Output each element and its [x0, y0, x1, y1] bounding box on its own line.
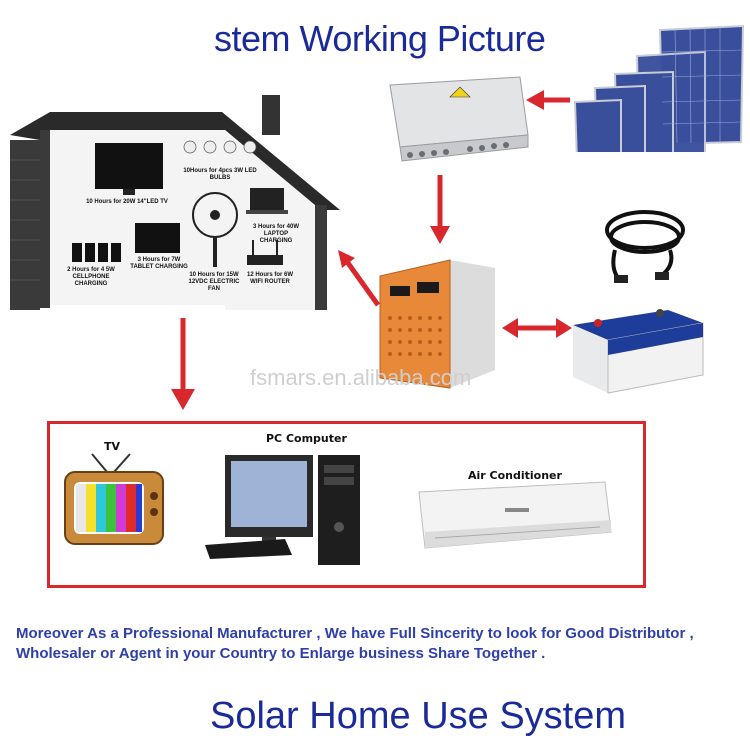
- flow-arrows: [0, 0, 750, 420]
- retro-tv-image: [62, 452, 167, 552]
- pc-computer-image: [200, 447, 370, 572]
- air-conditioner-image: [415, 480, 615, 552]
- arrow-panels-to-combiner: [526, 90, 570, 110]
- description-text: Moreover As a Professional Manufacturer …: [16, 624, 746, 664]
- pc-computer-label: PC Computer: [266, 432, 347, 445]
- arrow-house-to-appliances: [171, 318, 195, 410]
- arrow-combiner-to-inverter: [430, 175, 450, 244]
- arrow-inverter-battery: [502, 318, 572, 338]
- footer-title: Solar Home Use System: [0, 695, 750, 738]
- arrow-inverter-to-house: [338, 250, 378, 305]
